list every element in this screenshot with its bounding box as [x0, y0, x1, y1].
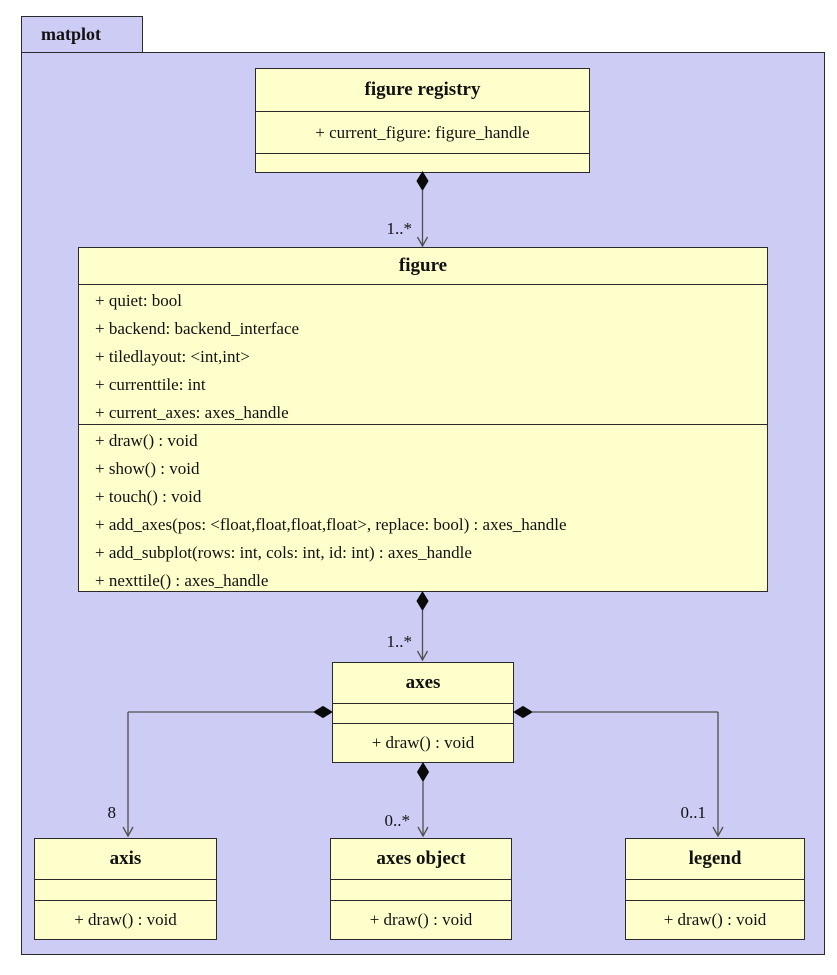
- class-legend-title: legend: [688, 848, 742, 869]
- method: + show() : void: [95, 459, 200, 478]
- multiplicity-figure-registry-figure: 1..*: [386, 219, 413, 238]
- class-legend-attributes: [626, 879, 804, 900]
- package-name: matplot: [41, 24, 101, 44]
- multiplicity-axes-legend: 0..1: [680, 803, 707, 822]
- package-tab: matplot: [21, 16, 143, 53]
- class-figure-registry-title: figure registry: [364, 79, 481, 100]
- attribute: + current_figure: figure_handle: [315, 122, 530, 142]
- class-axes-title: axes: [405, 672, 441, 693]
- method: + draw() : void: [369, 910, 473, 929]
- method: + add_subplot(rows: int, cols: int, id: …: [95, 543, 472, 562]
- attribute: + current_axes: axes_handle: [95, 403, 289, 422]
- class-axes-object-attributes: [331, 879, 511, 900]
- method: + draw() : void: [95, 431, 198, 450]
- attribute: + tiledlayout: <int,int>: [95, 347, 250, 366]
- class-figure-methods: + draw() : void + show() : void + touch(…: [79, 424, 767, 591]
- class-figure: figure + quiet: bool + backend: backend_…: [78, 247, 768, 592]
- method: + draw() : void: [663, 910, 767, 929]
- class-figure-registry: figure registry + current_figure: figure…: [255, 68, 590, 173]
- class-axes-object: axes object + draw() : void: [330, 838, 512, 940]
- class-axes: axes + draw() : void: [332, 662, 514, 763]
- method: + draw() : void: [371, 733, 475, 752]
- class-axes-object-methods: + draw() : void: [331, 900, 511, 939]
- method: + draw() : void: [74, 910, 177, 929]
- class-axes-attributes: [333, 703, 513, 723]
- class-axis: axis + draw() : void: [34, 838, 217, 940]
- attribute: + quiet: bool: [95, 291, 183, 310]
- multiplicity-figure-axes: 1..*: [386, 632, 413, 651]
- class-legend: legend + draw() : void: [625, 838, 805, 940]
- class-figure-attributes: + quiet: bool + backend: backend_interfa…: [79, 284, 767, 424]
- class-figure-registry-methods: [256, 153, 589, 172]
- class-legend-methods: + draw() : void: [626, 900, 804, 939]
- multiplicity-axes-axes-object: 0..*: [384, 811, 411, 830]
- class-axis-title: axis: [109, 848, 142, 869]
- method: + add_axes(pos: <float,float,float,float…: [95, 515, 567, 534]
- attribute: + backend: backend_interface: [95, 319, 300, 338]
- class-figure-registry-attributes: + current_figure: figure_handle: [256, 111, 589, 153]
- class-axes-methods: + draw() : void: [333, 723, 513, 762]
- class-axis-attributes: [35, 879, 216, 900]
- method: + touch() : void: [95, 487, 202, 506]
- class-axes-object-title: axes object: [376, 848, 466, 869]
- method: + nexttile() : axes_handle: [95, 571, 269, 590]
- class-axis-methods: + draw() : void: [35, 900, 216, 939]
- attribute: + currenttile: int: [95, 375, 206, 394]
- multiplicity-axes-axis: 8: [107, 803, 117, 822]
- class-figure-title: figure: [398, 255, 448, 276]
